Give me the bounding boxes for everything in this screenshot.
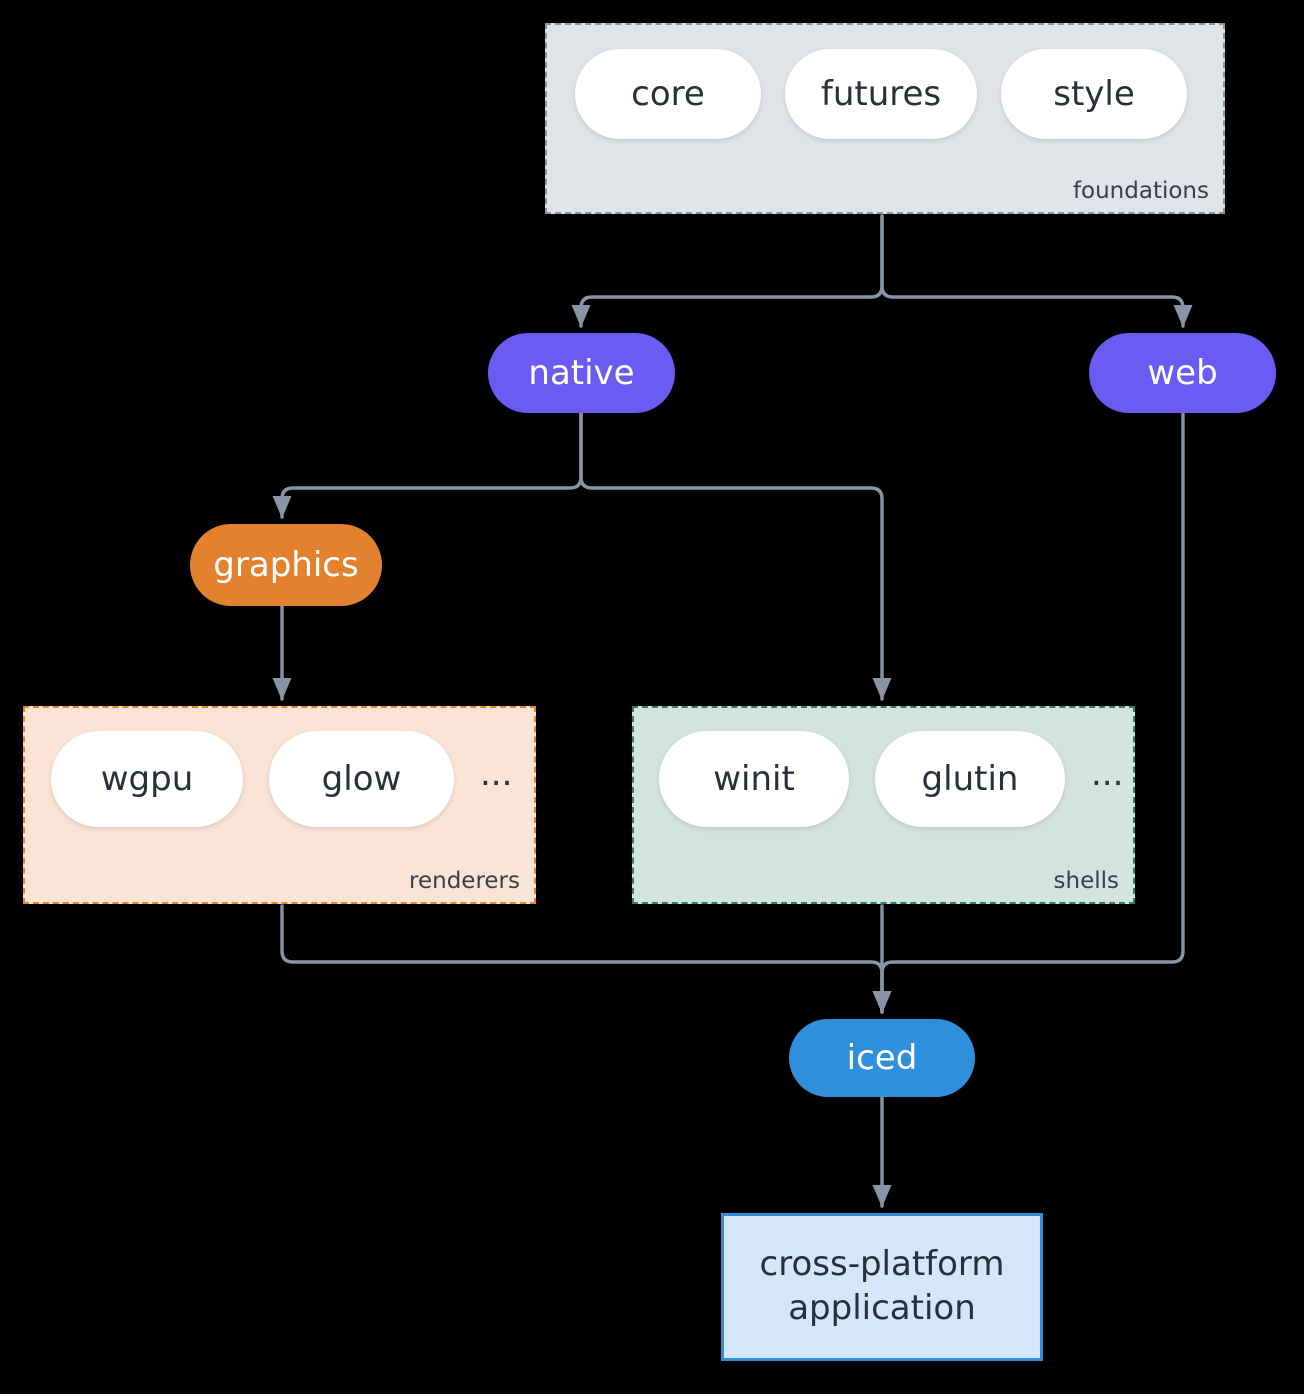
edge-native-graphics [272, 411, 583, 519]
node-futures[interactable]: futures [785, 49, 977, 139]
shells-ellipsis: ... [1091, 754, 1124, 794]
cluster-renderers-label: renderers [409, 867, 520, 894]
cluster-foundations-items: core futures style [575, 49, 1187, 139]
cluster-shells-label: shells [1053, 867, 1119, 894]
cluster-shells: winit glutin ... shells [632, 706, 1135, 904]
node-iced[interactable]: iced [789, 1019, 975, 1097]
node-glow[interactable]: glow [269, 731, 454, 827]
node-wgpu[interactable]: wgpu [51, 731, 243, 827]
cluster-foundations-label: foundations [1072, 177, 1209, 204]
edge-foundations-web [880, 214, 1193, 328]
node-graphics[interactable]: graphics [190, 524, 382, 606]
cluster-renderers: wgpu glow ... renderers [23, 706, 536, 904]
cluster-foundations: core futures style foundations [545, 23, 1225, 214]
node-glutin[interactable]: glutin [875, 731, 1065, 827]
node-style[interactable]: style [1001, 49, 1187, 139]
node-web[interactable]: web [1089, 333, 1276, 413]
node-cross-platform-application[interactable]: cross-platform application [721, 1213, 1043, 1361]
edge-renderers-iced [280, 904, 892, 1014]
app-label-line1: cross-platform [759, 1244, 1005, 1285]
node-core[interactable]: core [575, 49, 761, 139]
edge-native-shells [579, 411, 892, 701]
node-winit[interactable]: winit [659, 731, 849, 827]
edge-foundations-native [571, 214, 884, 328]
node-native[interactable]: native [488, 333, 675, 413]
app-label-line2: application [788, 1288, 976, 1328]
cluster-renderers-items: wgpu glow ... [51, 731, 512, 827]
cluster-shells-items: winit glutin ... [659, 731, 1123, 827]
renderers-ellipsis: ... [480, 754, 513, 794]
